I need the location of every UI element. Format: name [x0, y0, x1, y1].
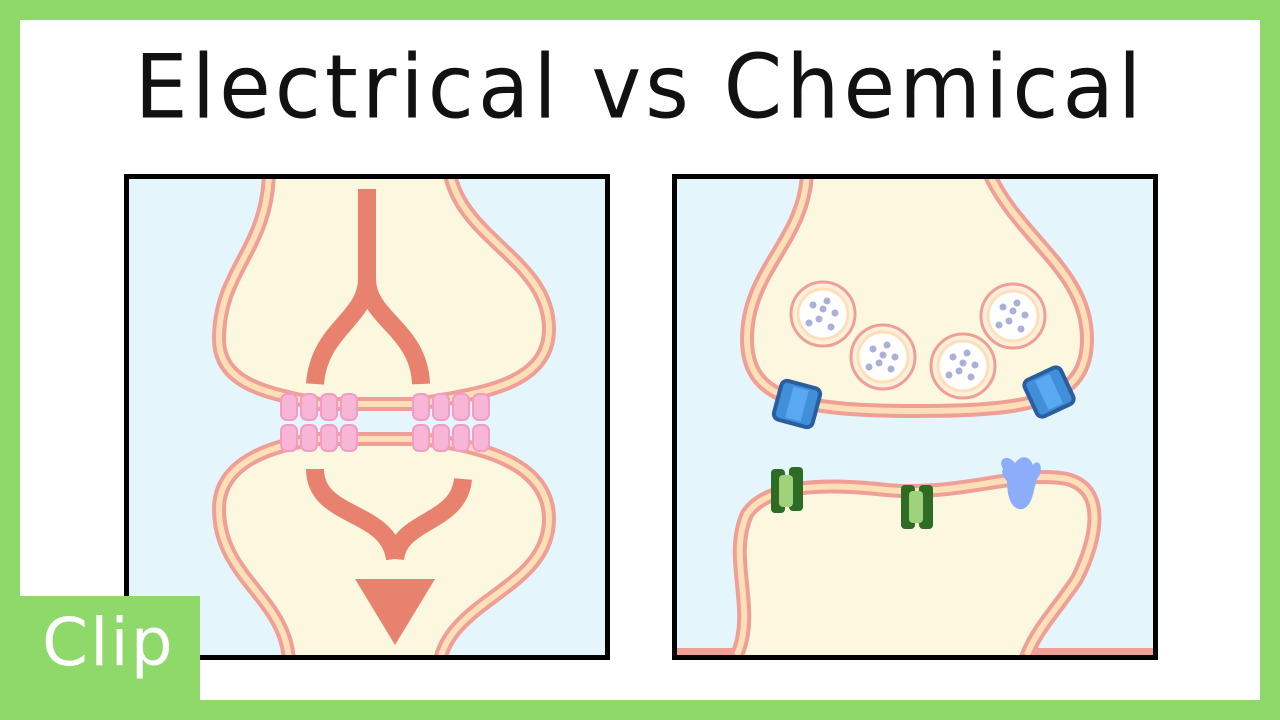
current-flow-arrow-top: [306, 189, 430, 386]
gap-junction-left: [280, 393, 358, 452]
calcium-channel-left: [771, 378, 823, 430]
current-arrow-head: [355, 579, 435, 645]
presynaptic-neuron: [211, 179, 557, 411]
receptor-channel-middle: [901, 485, 933, 529]
vesicle-2: [849, 323, 917, 391]
receptor-channel-left: [771, 467, 803, 513]
vesicle-1: [789, 280, 857, 348]
clip-badge: Clip: [20, 596, 200, 700]
chemical-synapse-panel: [672, 174, 1158, 660]
receptor-protein: [1001, 457, 1041, 510]
electrical-synapse-panel: [124, 174, 610, 660]
electrical-synapse-diagram: [211, 179, 557, 655]
calcium-channel-right: [1022, 365, 1076, 419]
vesicle-4: [979, 282, 1047, 350]
page-title: Electrical vs Chemical: [134, 35, 1146, 139]
current-flow-arrow-bottom: [306, 468, 472, 561]
clip-badge-label: Clip: [42, 604, 175, 681]
gap-junction-right: [412, 393, 490, 452]
vesicle-3: [929, 332, 997, 400]
chemical-synapse-diagram: [677, 179, 1153, 655]
